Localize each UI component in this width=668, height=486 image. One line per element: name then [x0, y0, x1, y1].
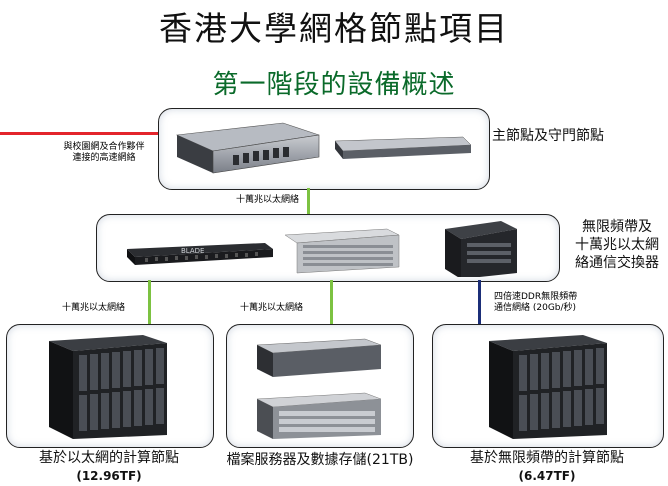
gatekeeper-server-image	[334, 136, 472, 159]
ethernet-switch-image	[445, 221, 517, 277]
switch-to-infiniband-compute-link-label: 四倍速DDR無限頻帶 通信網絡 (20Gb/秒)	[494, 292, 577, 314]
infiniband-link-label-line2: 通信網絡 (20Gb/秒)	[494, 303, 577, 313]
ethernet-compute-label: 基於以太網的計算節點 (12.96TF)	[0, 449, 218, 485]
infiniband-compute-label: 基於無限頻帶的計算節點 (6.47TF)	[430, 449, 664, 485]
infiniband-compute-box	[432, 324, 664, 448]
campus-link-note: 與校園網及合作夥伴 連接的高速網絡	[44, 142, 164, 164]
blade-brand-text: BLADE	[181, 247, 204, 255]
switch-tier-label-line3: 絡通信交換器	[575, 255, 659, 271]
switch-tier-label-line1: 無限頻帶及	[582, 219, 652, 235]
storage-label: 檔案服務器及數據存儲(21TB)	[226, 452, 414, 468]
file-server-image	[256, 338, 382, 377]
campus-link-line	[0, 132, 160, 135]
head-node-label: 主節點及守門節點	[492, 128, 604, 144]
page-title: 香港大學網格節點項目	[159, 9, 509, 48]
infiniband-compute-label-line1: 基於無限頻帶的計算節點	[470, 450, 624, 466]
switch-to-storage-link	[330, 280, 333, 324]
ethernet-compute-tflops: (12.96TF)	[76, 469, 142, 483]
infiniband-link-label-line1: 四倍速DDR無限頻帶	[494, 292, 578, 302]
switch-tier-label: 無限頻帶及 十萬兆以太網 絡通信交換器	[567, 218, 667, 272]
switch-to-ethernet-compute-link	[148, 280, 151, 324]
infiniband-compute-tflops: (6.47TF)	[518, 469, 576, 483]
ethernet-compute-box	[6, 324, 214, 448]
storage-array-image	[256, 392, 382, 439]
switch-to-storage-link-label: 十萬兆以太網絡	[240, 303, 304, 313]
head-to-switch-link-label: 十萬兆以太網絡	[236, 195, 300, 205]
head-node-box	[158, 108, 490, 190]
blade-switch-image: BLADE	[127, 243, 273, 265]
head-server-image	[175, 122, 320, 174]
infiniband-switch-image	[284, 228, 400, 274]
switch-to-ethernet-compute-link-label: 十萬兆以太網絡	[62, 303, 126, 313]
switch-tier-box: BLADE	[96, 214, 560, 282]
storage-box	[226, 324, 414, 448]
ethernet-compute-label-line1: 基於以太網的計算節點	[39, 450, 179, 466]
campus-link-note-line1: 與校園網及合作夥伴	[63, 142, 145, 152]
infiniband-blade-chassis-image	[489, 335, 607, 439]
page-subtitle: 第一階段的設備概述	[212, 70, 456, 100]
head-to-switch-link	[307, 188, 310, 214]
switch-tier-label-line2: 十萬兆以太網	[575, 237, 659, 253]
ethernet-blade-chassis-image	[49, 335, 167, 439]
campus-link-note-line2: 連接的高速網絡	[72, 153, 136, 163]
switch-to-infiniband-compute-link	[478, 280, 481, 324]
